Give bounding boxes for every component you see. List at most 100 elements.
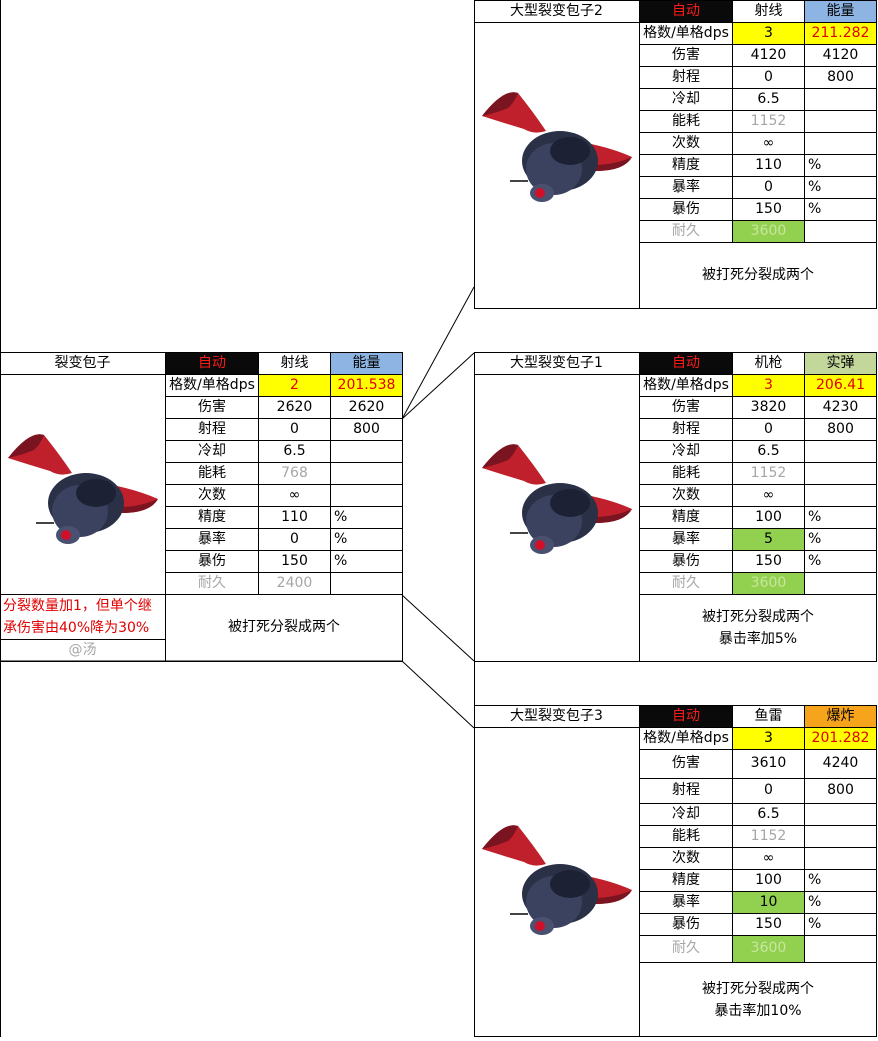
dps-label: 格数/单格dps bbox=[640, 375, 733, 397]
grid-count: 3 bbox=[733, 23, 805, 45]
range-value-1: 0 bbox=[733, 419, 805, 441]
cooldown-label: 冷却 bbox=[166, 441, 259, 463]
crit-dmg-label: 暴伤 bbox=[640, 551, 733, 573]
crit-rate-label: 暴率 bbox=[640, 177, 733, 199]
crit-dmg-value: 150 bbox=[733, 551, 805, 573]
empty-cell bbox=[805, 848, 877, 870]
empty-cell bbox=[805, 133, 877, 155]
damage-type: 实弹 bbox=[805, 352, 877, 375]
crit-rate-unit: % bbox=[805, 529, 877, 551]
note-line-1: 被打死分裂成两个 bbox=[702, 980, 814, 997]
energy-label: 能耗 bbox=[640, 826, 733, 848]
accuracy-unit: % bbox=[331, 507, 403, 529]
card-title: 大型裂变包子2 bbox=[474, 0, 640, 23]
crit-dmg-value: 150 bbox=[259, 551, 331, 573]
special-note: 被打死分裂成两个 暴击率加5% bbox=[640, 595, 877, 662]
uses-label: 次数 bbox=[640, 133, 733, 155]
accuracy-label: 精度 bbox=[640, 155, 733, 177]
damage-value-2: 4120 bbox=[805, 45, 877, 67]
energy-value: 768 bbox=[259, 463, 331, 485]
range-value-1: 0 bbox=[259, 419, 331, 441]
accuracy-value: 100 bbox=[733, 507, 805, 529]
crit-dmg-value: 150 bbox=[733, 914, 805, 936]
accuracy-value: 110 bbox=[259, 507, 331, 529]
weapon-type: 射线 bbox=[259, 352, 331, 375]
empty-cell bbox=[805, 463, 877, 485]
card-big-1: 大型裂变包子1 自动 机枪 实弹 格数/单格dps 3 206.41 伤害 38… bbox=[474, 352, 878, 662]
creature-image bbox=[0, 375, 166, 595]
grid-count: 3 bbox=[733, 375, 805, 397]
note-line-2: 暴击率加5% bbox=[718, 631, 798, 647]
energy-label: 能耗 bbox=[166, 463, 259, 485]
empty-cell bbox=[331, 441, 403, 463]
uses-label: 次数 bbox=[640, 848, 733, 870]
range-label: 射程 bbox=[640, 779, 733, 804]
uses-value: ∞ bbox=[733, 485, 805, 507]
empty-cell bbox=[805, 573, 877, 595]
dps-label: 格数/单格dps bbox=[640, 23, 733, 45]
special-note: 被打死分裂成两个 暴击率加10% bbox=[640, 963, 877, 1037]
empty-cell bbox=[805, 111, 877, 133]
cooldown-value: 6.5 bbox=[259, 441, 331, 463]
crit-rate-value: 0 bbox=[259, 529, 331, 551]
damage-value-1: 3820 bbox=[733, 397, 805, 419]
damage-value-2: 4240 bbox=[805, 750, 877, 779]
damage-label: 伤害 bbox=[640, 750, 733, 779]
accuracy-label: 精度 bbox=[640, 870, 733, 892]
empty-cell bbox=[331, 573, 403, 595]
range-value-1: 0 bbox=[733, 779, 805, 804]
durability-label: 耐久 bbox=[640, 573, 733, 595]
crit-dmg-label: 暴伤 bbox=[640, 914, 733, 936]
dps-value: 206.41 bbox=[805, 375, 877, 397]
mode-label: 自动 bbox=[640, 705, 733, 728]
creature-image bbox=[474, 728, 640, 1037]
range-value-2: 800 bbox=[805, 419, 877, 441]
empty-cell bbox=[331, 485, 403, 507]
accuracy-unit: % bbox=[805, 870, 877, 892]
energy-label: 能耗 bbox=[640, 111, 733, 133]
damage-value-2: 2620 bbox=[331, 397, 403, 419]
energy-label: 能耗 bbox=[640, 463, 733, 485]
crit-dmg-unit: % bbox=[805, 551, 877, 573]
crit-rate-unit: % bbox=[805, 892, 877, 914]
accuracy-label: 精度 bbox=[166, 507, 259, 529]
crit-dmg-unit: % bbox=[331, 551, 403, 573]
range-label: 射程 bbox=[166, 419, 259, 441]
damage-label: 伤害 bbox=[166, 397, 259, 419]
damage-type: 能量 bbox=[331, 352, 403, 375]
damage-value-1: 2620 bbox=[259, 397, 331, 419]
crit-rate-label: 暴率 bbox=[640, 529, 733, 551]
empty-cell bbox=[805, 221, 877, 243]
crit-rate-value: 0 bbox=[733, 177, 805, 199]
accuracy-value: 110 bbox=[733, 155, 805, 177]
fission-bun-creature-icon bbox=[482, 92, 632, 202]
crit-dmg-label: 暴伤 bbox=[166, 551, 259, 573]
empty-cell bbox=[805, 441, 877, 463]
crit-rate-unit: % bbox=[805, 177, 877, 199]
author-tag: @汤 bbox=[0, 640, 166, 662]
creature-image bbox=[474, 375, 640, 662]
dps-value: 201.282 bbox=[805, 728, 877, 750]
accuracy-value: 100 bbox=[733, 870, 805, 892]
crit-dmg-unit: % bbox=[805, 914, 877, 936]
crit-dmg-unit: % bbox=[805, 199, 877, 221]
crit-rate-unit: % bbox=[331, 529, 403, 551]
empty-cell bbox=[331, 463, 403, 485]
cooldown-label: 冷却 bbox=[640, 89, 733, 111]
dps-value: 211.282 bbox=[805, 23, 877, 45]
uses-value: ∞ bbox=[733, 133, 805, 155]
cooldown-value: 6.5 bbox=[733, 804, 805, 826]
durability-value: 3600 bbox=[733, 936, 805, 963]
durability-value: 3600 bbox=[733, 573, 805, 595]
note-line-2: 暴击率加10% bbox=[714, 1002, 802, 1019]
range-value-2: 800 bbox=[805, 67, 877, 89]
fission-bun-creature-icon bbox=[482, 444, 632, 554]
grid-count: 2 bbox=[259, 375, 331, 397]
crit-rate-label: 暴率 bbox=[640, 892, 733, 914]
empty-cell bbox=[805, 485, 877, 507]
dps-label: 格数/单格dps bbox=[166, 375, 259, 397]
uses-value: ∞ bbox=[733, 848, 805, 870]
accuracy-label: 精度 bbox=[640, 507, 733, 529]
durability-label: 耐久 bbox=[640, 221, 733, 243]
damage-label: 伤害 bbox=[640, 45, 733, 67]
